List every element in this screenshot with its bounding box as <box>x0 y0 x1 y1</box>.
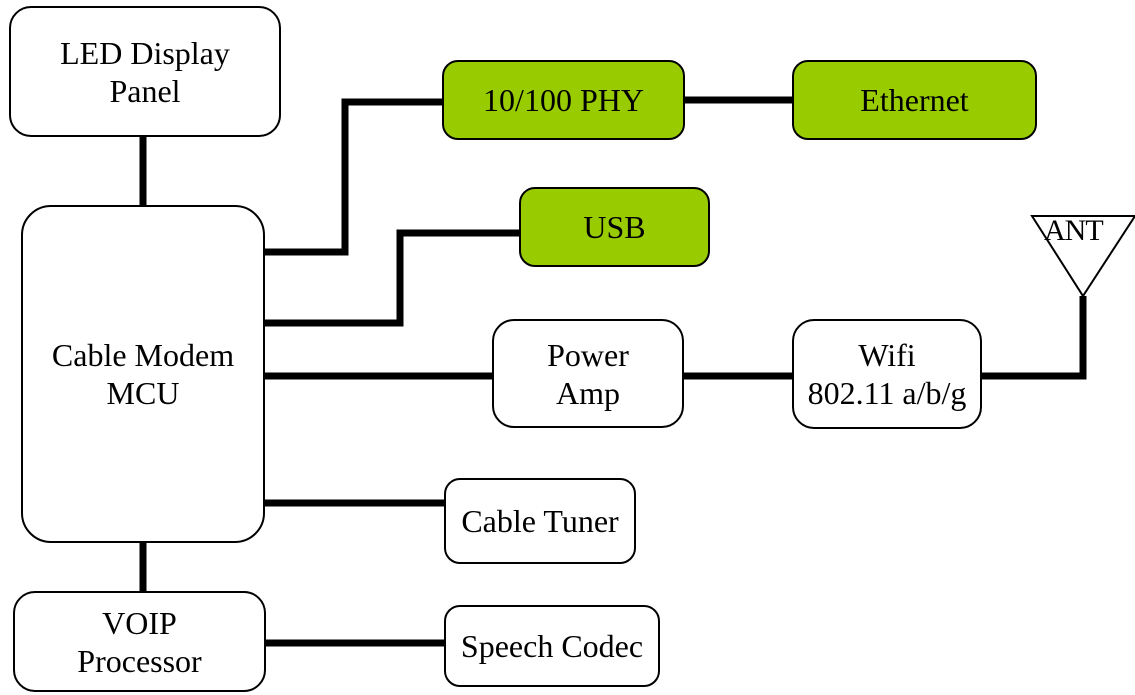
speech-codec-block: Speech Codec <box>444 605 660 687</box>
antenna-label: ANT <box>1044 214 1104 247</box>
line-mcu-phy <box>263 98 443 256</box>
block-label-line: Processor <box>77 642 202 679</box>
power-amp-block: Power Amp <box>492 319 684 428</box>
led-display-panel-block: LED Display Panel <box>9 6 281 137</box>
block-label-line: Ethernet <box>860 82 969 118</box>
cable-tuner-block: Cable Tuner <box>444 478 636 564</box>
wifi-block: Wifi 802.11 a/b/g <box>792 319 982 429</box>
phy-block: 10/100 PHY <box>442 60 685 140</box>
voip-processor-block: VOIP Processor <box>13 591 266 692</box>
block-label-line: Cable Tuner <box>461 503 619 539</box>
block-label-line: 10/100 PHY <box>483 82 644 118</box>
ethernet-block: Ethernet <box>792 60 1037 140</box>
antenna-icon <box>1030 215 1135 298</box>
block-label-line: VOIP <box>102 604 177 641</box>
block-label-line: 802.11 a/b/g <box>807 375 967 411</box>
block-label-line: Cable Modem <box>51 337 235 373</box>
block-label-line: USB <box>583 209 646 245</box>
block-label-line: Panel <box>109 72 181 109</box>
line-wifi-antenna <box>980 296 1087 380</box>
cable-modem-mcu-block: Cable Modem MCU <box>21 205 265 543</box>
block-label-line: Amp <box>556 374 620 411</box>
usb-block: USB <box>519 187 710 267</box>
block-label-line: MCU <box>106 375 180 411</box>
line-mcu-usb <box>263 229 520 327</box>
block-label-line: Wifi <box>858 337 916 373</box>
block-label-line: Speech Codec <box>460 628 644 664</box>
block-label-line: LED Display <box>60 34 230 71</box>
block-label-line: Power <box>547 336 629 373</box>
